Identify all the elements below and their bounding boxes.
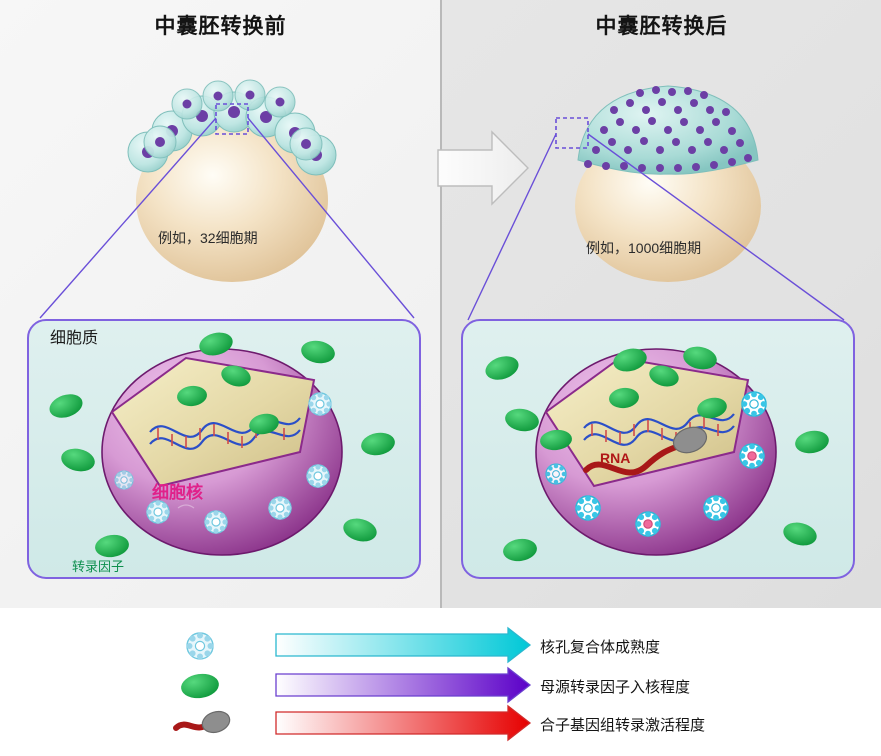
embryo-after: [555, 85, 761, 282]
embryo-stage-label-left: 例如，32细胞期: [158, 230, 258, 246]
panel-divider: [440, 0, 442, 608]
legend-label-nuclear-pore: 核孔复合体成熟度: [540, 639, 661, 656]
legend-label-zga: 合子基因组转录激活程度: [540, 717, 706, 734]
transcription-factor-icon: [181, 673, 219, 699]
rna-polymerase-icon-legend: [173, 710, 231, 734]
nuclear-pores-right: [545, 391, 767, 537]
rna-polymerase-icon: [672, 426, 708, 454]
legend-gradient-bars: [275, 626, 532, 742]
nucleus-label-left: 细胞核: [152, 483, 203, 502]
zoom-selection-box-right: [555, 117, 589, 149]
nuclear-pore-complex-icon: [186, 632, 214, 660]
blastoderm-cells-left: [127, 79, 337, 176]
transcription-factors-left: [49, 332, 395, 558]
zoom-connector-lines-left: [39, 117, 415, 319]
transcription-factor-label-left: 转录因子: [72, 559, 125, 574]
embryo-before: [127, 79, 337, 282]
transition-arrow: [437, 130, 529, 206]
blastoderm-nuclei-right: [584, 86, 752, 172]
nuclear-pores-left: [114, 392, 332, 534]
rna-transcript: [583, 426, 708, 476]
cell-inset-right: [461, 319, 855, 579]
legend-label-transcription-factor: 母源转录因子入核程度: [540, 679, 691, 696]
embryo-stage-label-right: 例如，1000细胞期: [586, 240, 702, 256]
cell-inset-left: [27, 319, 421, 579]
panel-title-right: 中囊胚转换后: [595, 15, 728, 38]
cytoplasm-label-left: 细胞质: [50, 330, 99, 347]
panel-title-left: 中囊胚转换前: [154, 15, 287, 38]
rna-label-right: RNA: [600, 450, 631, 466]
transcription-factors-right: [485, 346, 829, 562]
zoom-connector-lines-right: [467, 133, 845, 321]
legend-icons: [173, 632, 231, 734]
